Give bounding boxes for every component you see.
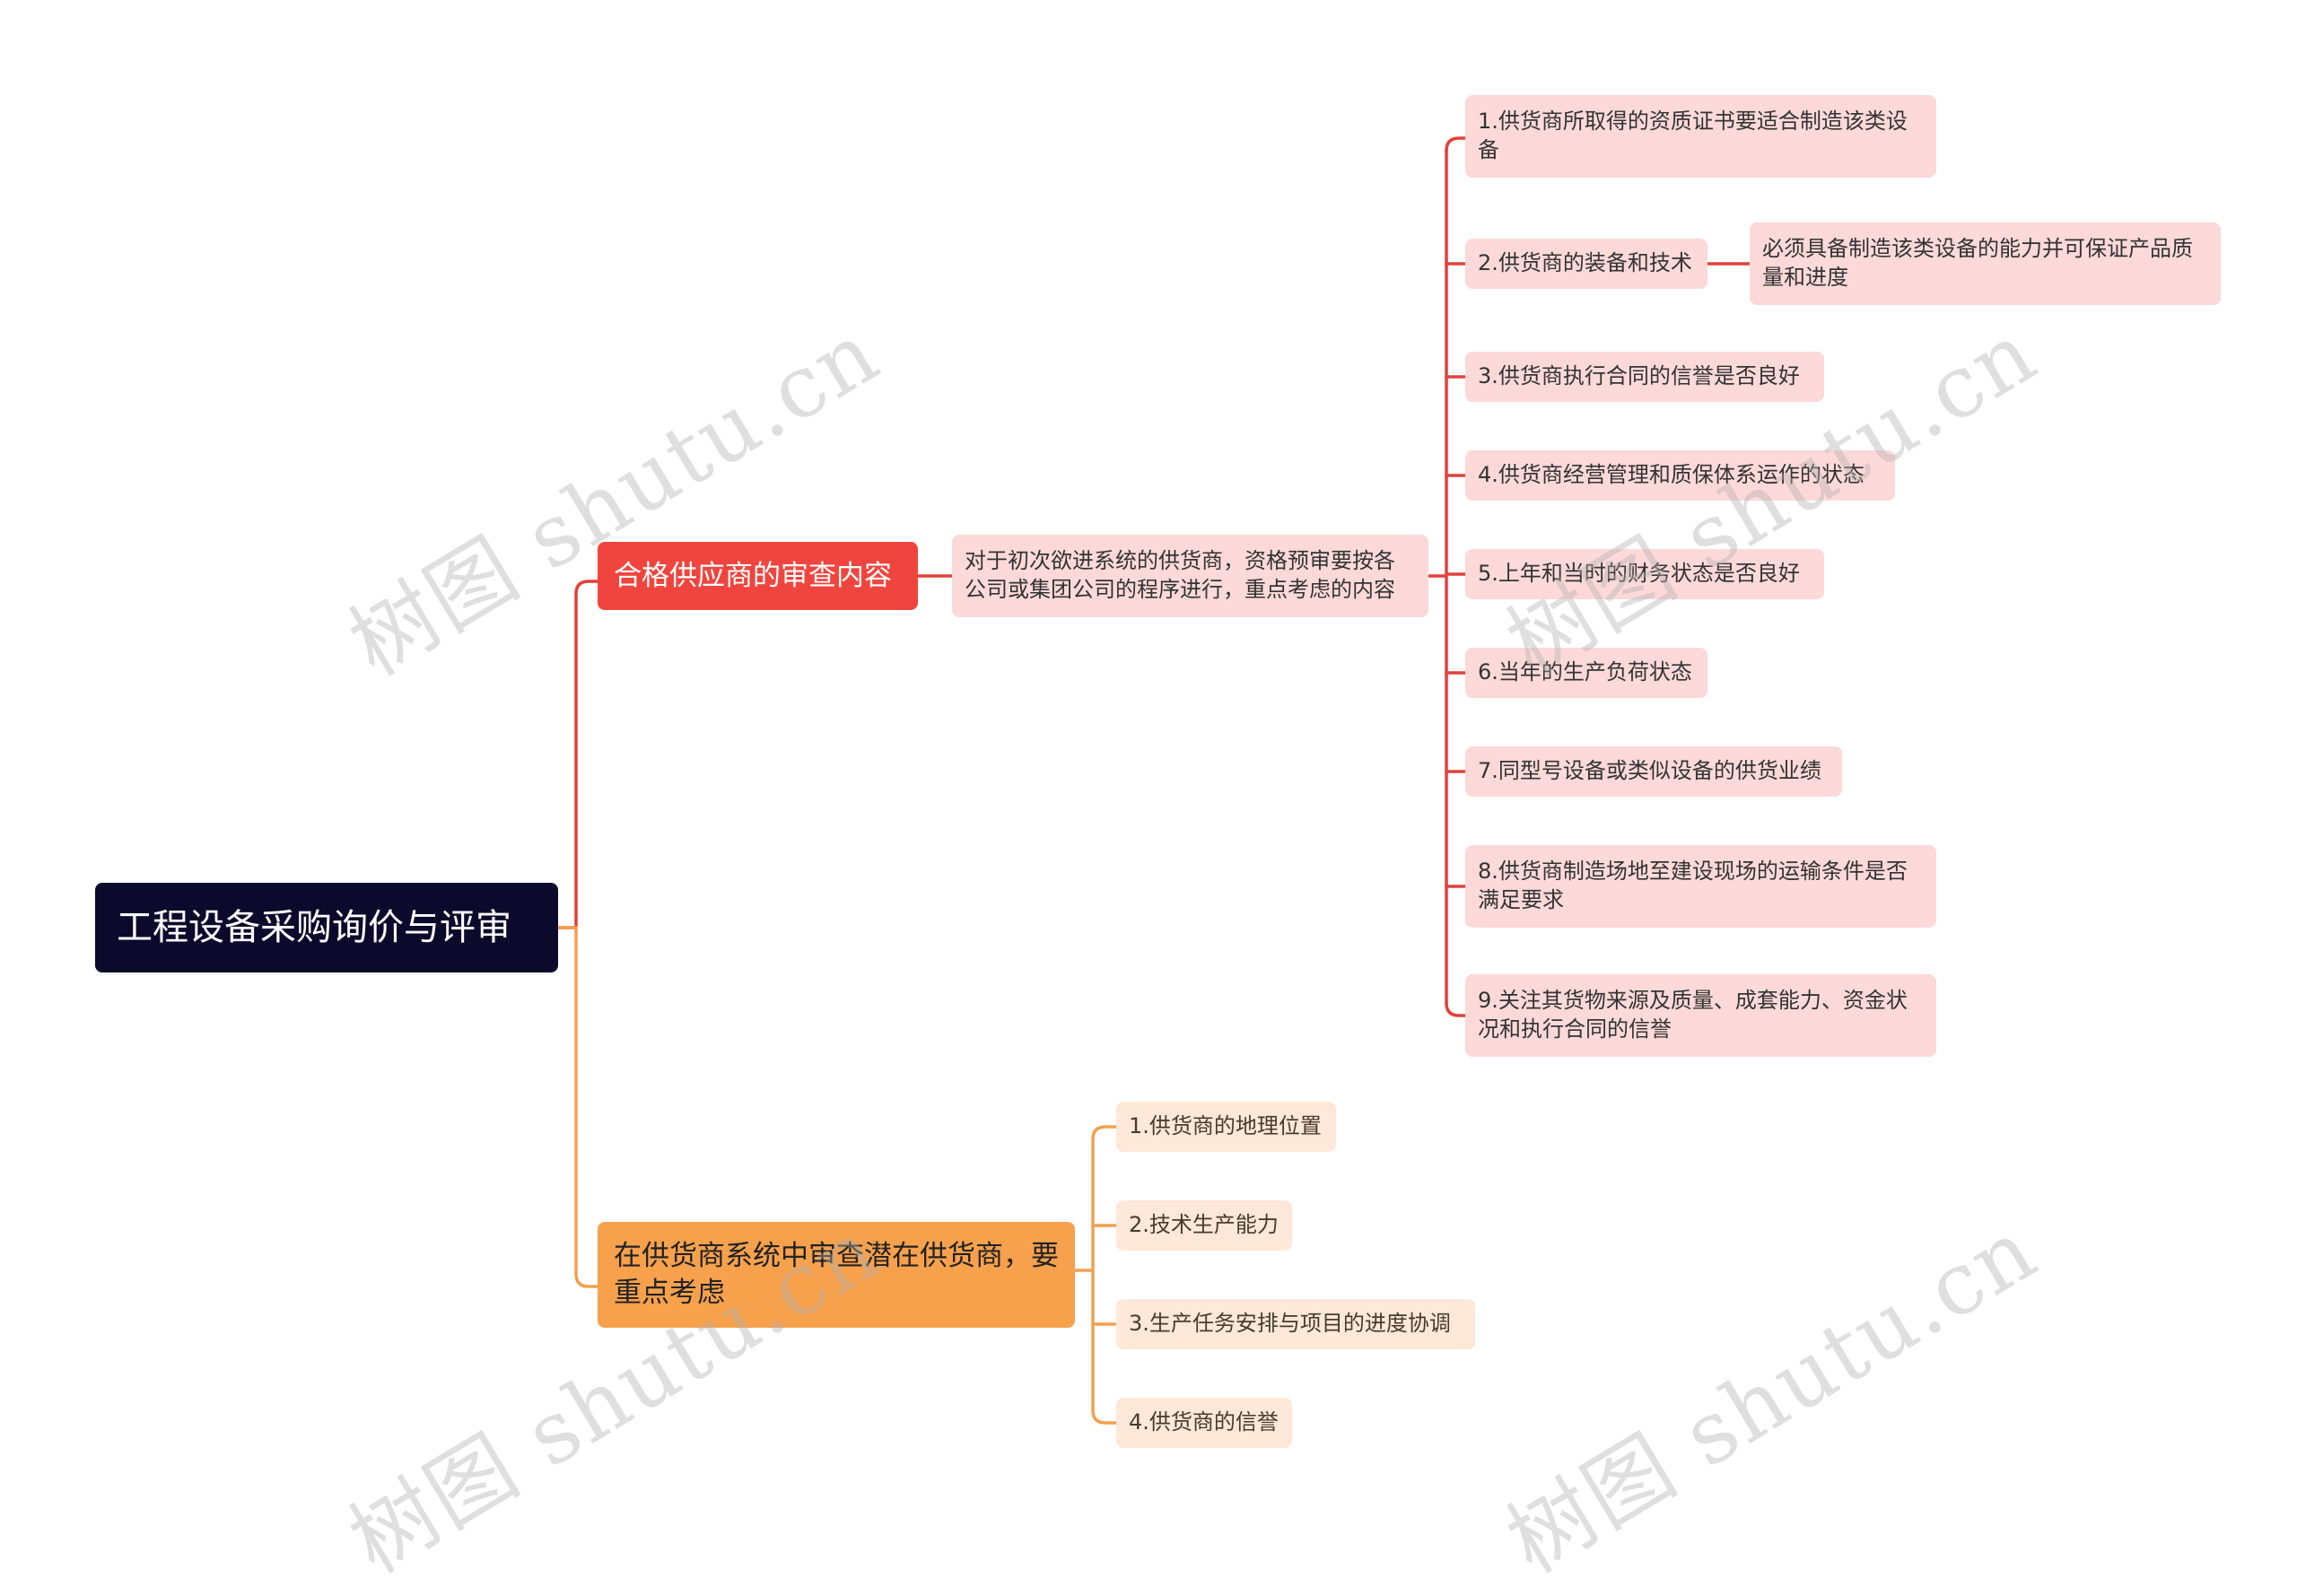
review-description-label: 对于初次欲进系统的供货商，资格预审要按各公司或集团公司的程序进行，重点考虑的内容 — [965, 548, 1395, 602]
review-item-7[interactable]: 7.同型号设备或类似设备的供货业绩 — [1465, 746, 1842, 797]
review-item-1-label: 1.供货商所取得的资质证书要适合制造该类设备 — [1478, 109, 1908, 162]
potential-item-3[interactable]: 3.生产任务安排与项目的进度协调 — [1116, 1299, 1475, 1349]
review-item-2-detail[interactable]: 必须具备制造该类设备的能力并可保证产品质量和进度 — [1750, 222, 2221, 305]
branch-potential-supplier[interactable]: 在供货商系统中审查潜在供货商，要重点考虑 — [598, 1222, 1075, 1328]
review-description[interactable]: 对于初次欲进系统的供货商，资格预审要按各公司或集团公司的程序进行，重点考虑的内容 — [952, 535, 1428, 617]
root-topic-label: 工程设备采购询价与评审 — [117, 906, 511, 948]
connector-lines — [556, 136, 1751, 1425]
review-item-3-label: 3.供货商执行合同的信誉是否良好 — [1478, 363, 1800, 389]
potential-item-2-label: 2.技术生产能力 — [1129, 1212, 1279, 1238]
branch-supplier-review-label: 合格供应商的审查内容 — [614, 559, 892, 592]
root-topic[interactable]: 工程设备采购询价与评审 — [95, 883, 558, 972]
review-item-5[interactable]: 5.上年和当时的财务状态是否良好 — [1465, 549, 1824, 599]
review-item-6[interactable]: 6.当年的生产负荷状态 — [1465, 648, 1707, 698]
review-item-9[interactable]: 9.关注其货物来源及质量、成套能力、资金状况和执行合同的信誉 — [1465, 974, 1936, 1057]
potential-item-2[interactable]: 2.技术生产能力 — [1116, 1200, 1292, 1251]
review-item-8[interactable]: 8.供货商制造场地至建设现场的运输条件是否满足要求 — [1465, 845, 1936, 928]
potential-item-3-label: 3.生产任务安排与项目的进度协调 — [1129, 1311, 1451, 1337]
review-item-2[interactable]: 2.供货商的装备和技术 — [1465, 239, 1707, 289]
review-item-5-label: 5.上年和当时的财务状态是否良好 — [1478, 561, 1800, 587]
branch-supplier-review[interactable]: 合格供应商的审查内容 — [598, 542, 918, 610]
review-item-7-label: 7.同型号设备或类似设备的供货业绩 — [1478, 758, 1821, 784]
review-item-8-label: 8.供货商制造场地至建设现场的运输条件是否满足要求 — [1478, 859, 1908, 912]
review-item-4-label: 4.供货商经营管理和质保体系运作的状态 — [1478, 462, 1865, 488]
potential-item-4[interactable]: 4.供货商的信誉 — [1116, 1398, 1292, 1448]
review-item-9-label: 9.关注其货物来源及质量、成套能力、资金状况和执行合同的信誉 — [1478, 988, 1908, 1042]
review-item-2-detail-label: 必须具备制造该类设备的能力并可保证产品质量和进度 — [1762, 236, 2193, 290]
potential-item-4-label: 4.供货商的信誉 — [1129, 1409, 1279, 1435]
potential-item-1-label: 1.供货商的地理位置 — [1129, 1113, 1322, 1139]
review-item-2-label: 2.供货商的装备和技术 — [1478, 250, 1692, 276]
review-item-4[interactable]: 4.供货商经营管理和质保体系运作的状态 — [1465, 450, 1895, 501]
review-item-6-label: 6.当年的生产负荷状态 — [1478, 659, 1692, 685]
branch-potential-supplier-label: 在供货商系统中审查潜在供货商，要重点考虑 — [614, 1240, 1059, 1309]
review-item-1[interactable]: 1.供货商所取得的资质证书要适合制造该类设备 — [1465, 95, 1936, 178]
potential-item-1[interactable]: 1.供货商的地理位置 — [1116, 1102, 1336, 1152]
review-item-3[interactable]: 3.供货商执行合同的信誉是否良好 — [1465, 352, 1824, 402]
